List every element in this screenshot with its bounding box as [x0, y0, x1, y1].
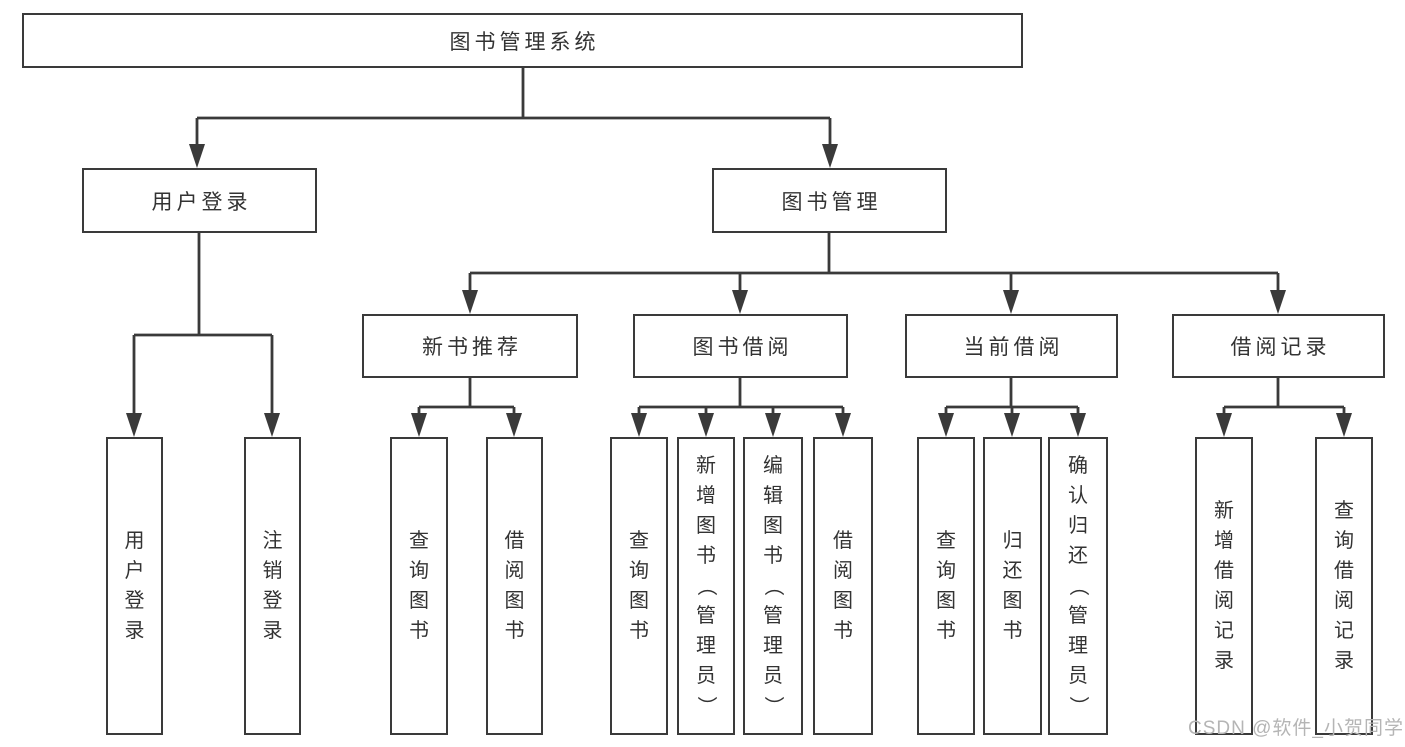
node-book-borrowing: 图书借阅 [633, 314, 848, 378]
leaf-label: 借阅图书 [833, 530, 853, 642]
leaf-label: 借阅图书 [504, 530, 525, 642]
leaf-label: 编辑图书（管理员） [762, 455, 784, 716]
leaf-label: 注销登录 [262, 530, 283, 642]
node-label: 用户登录 [151, 190, 252, 214]
node-label: 借阅记录 [1230, 336, 1331, 359]
node-book-management: 图书管理 [712, 168, 947, 233]
node-label: 图书管理系统 [449, 30, 600, 54]
leaf-label: 用户登录 [124, 530, 145, 642]
leaf-user-login: 用户登录 [106, 437, 163, 735]
leaf-borrowing-add-books-admin: 新增图书（管理员） [677, 437, 735, 735]
arrowheads [126, 144, 1352, 437]
csdn-watermark: CSDN @软件_小贺同学 [1188, 718, 1404, 739]
leaf-label: 查询图书 [629, 530, 649, 642]
leaf-current-return-books: 归还图书 [983, 437, 1042, 735]
node-current-borrowing: 当前借阅 [905, 314, 1118, 378]
leaf-records-query-record: 查询借阅记录 [1315, 437, 1373, 735]
leaf-borrowing-edit-books-admin: 编辑图书（管理员） [743, 437, 803, 735]
node-label: 新书推荐 [422, 336, 522, 359]
leaf-label: 新增图书（管理员） [695, 455, 717, 716]
leaf-label: 查询图书 [409, 530, 429, 642]
leaf-label: 查询图书 [936, 530, 956, 642]
node-new-book-recommendation: 新书推荐 [362, 314, 578, 378]
leaf-current-confirm-return-admin: 确认归还（管理员） [1048, 437, 1108, 735]
node-borrowing-records: 借阅记录 [1172, 314, 1385, 378]
leaf-label: 确认归还（管理员） [1067, 455, 1089, 716]
leaf-label: 查询借阅记录 [1334, 500, 1354, 672]
leaf-borrowing-borrow-books: 借阅图书 [813, 437, 873, 735]
leaf-recommend-borrow-books: 借阅图书 [486, 437, 543, 735]
node-user-login: 用户登录 [82, 168, 317, 233]
leaf-borrowing-query-books: 查询图书 [610, 437, 668, 735]
leaf-current-query-books: 查询图书 [917, 437, 975, 735]
leaf-logout: 注销登录 [244, 437, 301, 735]
leaf-records-add-record: 新增借阅记录 [1195, 437, 1253, 735]
node-label: 图书管理 [781, 190, 882, 214]
leaf-recommend-query-books: 查询图书 [390, 437, 448, 735]
leaf-label: 归还图书 [1002, 530, 1023, 642]
node-library-system: 图书管理系统 [22, 13, 1023, 68]
node-label: 当前借阅 [963, 336, 1064, 359]
node-label: 图书借阅 [692, 336, 793, 359]
leaf-label: 新增借阅记录 [1214, 500, 1234, 672]
